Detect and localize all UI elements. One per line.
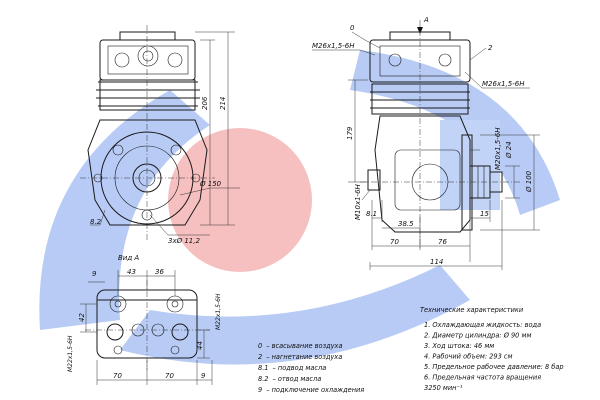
legend-key: 8.2 [258, 375, 269, 383]
legend-item: 2 – нагнетание воздуха [258, 353, 342, 361]
view-a-title: Вид А [118, 254, 139, 262]
dim-76: 76 [438, 238, 447, 246]
dim-206: 206 [201, 96, 209, 110]
legend-key: 2 [258, 353, 262, 361]
side-view: А 0 2 M26x1,5-6H M26x1,5-6H [312, 16, 540, 270]
dim-9-bottom: 9 [201, 372, 206, 380]
watermark-blue-arc-bottom [120, 265, 470, 365]
dim-42: 42 [78, 313, 86, 322]
specs-block: Технические характеристики 1. Охлаждающа… [420, 306, 564, 392]
watermark-blue-arc-left [39, 90, 211, 330]
legend-text: – нагнетание воздуха [266, 353, 342, 361]
view-a: Вид А 43 36 9 42 M22x1,5-6H 44 M22x1,5-6… [67, 254, 222, 385]
dim-82: 8.2 [90, 218, 102, 226]
dim-9-top: 9 [92, 270, 97, 278]
watermark-blue-arc-right [350, 50, 560, 215]
spec-item: 1. Охлаждающая жидкость: вода [424, 321, 541, 329]
legend-text: – отвод масла [273, 375, 322, 383]
dim-81: 8.1 [366, 210, 377, 218]
dim-179: 179 [346, 126, 354, 140]
legend-item: 9 – подключение охлаждения [258, 386, 364, 394]
spec-item: 3. Ход штока: 46 мм [424, 342, 494, 350]
dim-43: 43 [127, 268, 136, 276]
dim-holes: 3хØ 11,2 [168, 237, 200, 245]
dim-114: 114 [430, 258, 443, 266]
thread-left: M22x1,5-6H [67, 335, 74, 372]
thread-right: M26x1,5-6H [482, 80, 525, 88]
thread-oil: M10x1-6H [354, 183, 362, 220]
dim-70: 70 [390, 238, 399, 246]
dim-385: 38.5 [398, 220, 414, 228]
legend-text: – подвод масла [273, 364, 327, 372]
legend-item: 8.1 – подвод масла [258, 364, 326, 372]
watermark-red-circle [168, 128, 312, 272]
thread-cool: M20x1,5-6H [494, 127, 502, 170]
thread-right-a: M22x1,5-6H [215, 293, 222, 330]
port-2-label: 2 [488, 44, 493, 52]
spec-item: 6. Предельная частота вращения [424, 374, 541, 382]
legend-item: 0 – всасывание воздуха [258, 342, 343, 350]
legend-text: – всасывание воздуха [266, 342, 342, 350]
spec-item: 5. Предельное рабочее давление: 8 бар [424, 363, 564, 371]
watermark [39, 50, 560, 365]
specs-title: Технические характеристики [420, 306, 524, 314]
legend-text: – подключение охлаждения [266, 386, 364, 394]
spec-item: 3250 мин⁻¹ [424, 384, 463, 392]
dim-d100: Ø 100 [525, 170, 533, 193]
dim-70-b: 70 [165, 372, 174, 380]
dim-44: 44 [196, 341, 204, 350]
spec-item: 4. Рабочий объем: 293 см [424, 353, 512, 361]
spec-item: 2. Диаметр цилиндра: Ø 90 мм [424, 332, 531, 340]
dim-d24: Ø 24 [505, 141, 513, 159]
dim-15: 15 [480, 210, 489, 218]
legend-key: 9 [258, 386, 262, 394]
legend-key: 8.1 [258, 364, 269, 372]
legend-key: 0 [258, 342, 262, 350]
legend: 0 – всасывание воздуха 2 – нагнетание возду… [258, 342, 364, 394]
arrow-a-label: А [423, 16, 429, 24]
legend-item: 8.2 – отвод масла [258, 375, 321, 383]
dim-70-a: 70 [113, 372, 122, 380]
dim-d150: Ø 150 [199, 180, 222, 188]
dim-36: 36 [155, 268, 164, 276]
dim-214: 214 [219, 97, 227, 110]
thread-top: M26x1,5-6H [312, 42, 355, 50]
port-0-label: 0 [350, 24, 355, 32]
front-view: 206 214 Ø 150 3хØ 11,2 8.2 [80, 25, 240, 245]
